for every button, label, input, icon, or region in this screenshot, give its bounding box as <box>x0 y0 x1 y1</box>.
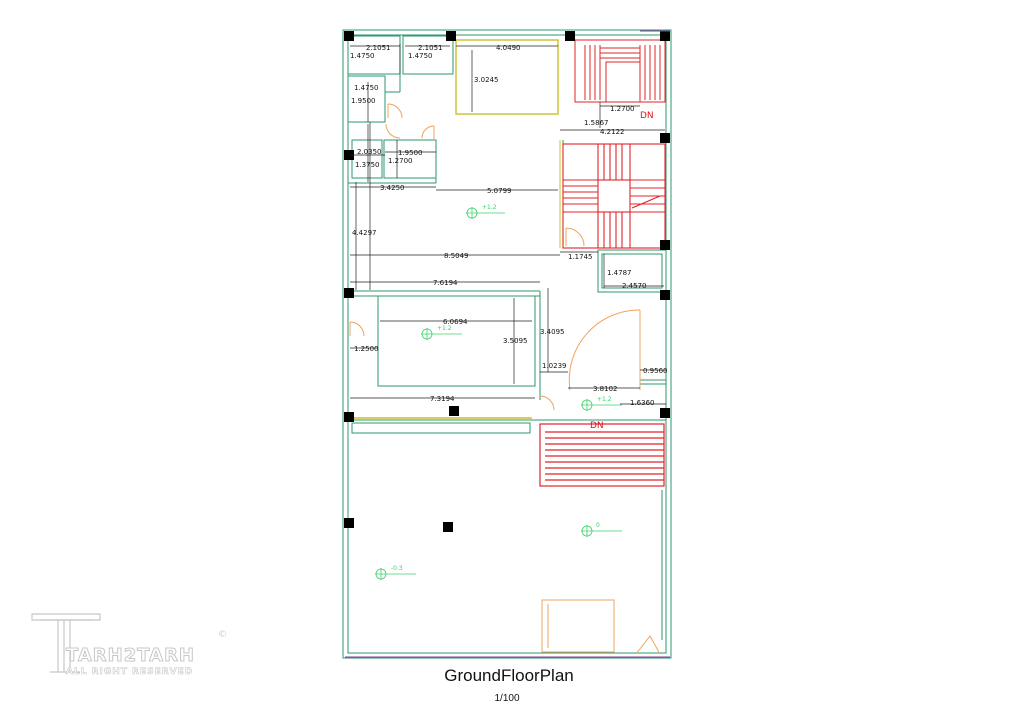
dim-label: 1.2700 <box>388 157 413 165</box>
dim-label: 1.2500 <box>354 345 379 353</box>
dim-label: 3.8102 <box>593 385 618 393</box>
drawing-scale: 1/100 <box>494 693 519 704</box>
dim-label: 3.0245 <box>474 76 499 84</box>
interior-walls <box>347 35 667 653</box>
dim-label: 1.3750 <box>355 161 380 169</box>
watermark-logo: TARH2TARH © ALL RIGHT RESERVED <box>31 613 227 677</box>
level-marker-icon <box>581 399 622 411</box>
doors <box>349 103 661 655</box>
dim-label: 1.5867 <box>584 119 609 127</box>
columns <box>344 31 670 532</box>
level-label: -0.3 <box>391 565 403 572</box>
windows <box>352 39 561 419</box>
dim-label: 5.0799 <box>487 187 512 195</box>
dim-label: 6.0694 <box>443 318 468 326</box>
stair-lower <box>539 423 665 487</box>
dim-label: 3.4250 <box>380 184 405 192</box>
watermark-brand: TARH2TARH <box>66 645 195 666</box>
stair-dn-label-upper: DN <box>640 111 654 121</box>
dim-label: 1.4787 <box>607 269 632 277</box>
level-label: +1.2 <box>437 325 452 332</box>
level-marker-icon <box>581 525 622 537</box>
stair-upper <box>574 39 666 103</box>
dim-label: 2.0350 <box>357 148 382 156</box>
dim-label: 1.4750 <box>350 52 375 60</box>
dimension-labels: 2.1051 2.1051 1.4750 1.4750 4.0490 3.024… <box>350 44 668 407</box>
dim-label: 7.6194 <box>433 279 458 287</box>
level-marker-icon <box>375 568 416 580</box>
dim-label: 1.9500 <box>351 97 376 105</box>
watermark-rights: ALL RIGHT RESERVED <box>66 667 193 677</box>
level-label: +1.2 <box>482 204 497 211</box>
drawing-title: GroundFloorPlan <box>444 666 573 685</box>
dim-label: 3.5095 <box>503 337 528 345</box>
dimension-lines <box>350 44 666 405</box>
level-labels: +1.2 +1.2 +1.2 0 -0.3 <box>391 204 612 572</box>
level-label: 0 <box>596 522 600 529</box>
dim-label: 4.2122 <box>600 128 625 136</box>
dim-label: 8.5049 <box>444 252 469 260</box>
dim-label: 7.3194 <box>430 395 455 403</box>
dim-label: 1.4750 <box>354 84 379 92</box>
dim-label: 4.4297 <box>352 229 377 237</box>
dim-label: 1.0239 <box>542 362 567 370</box>
dim-label: 0.9560 <box>643 367 668 375</box>
column-logo-icon <box>31 613 101 673</box>
dim-label: 2.1051 <box>366 44 391 52</box>
dim-label: 1.6360 <box>630 399 655 407</box>
watermark-copyright: © <box>218 630 227 640</box>
level-marker-icon <box>421 328 462 340</box>
stair-dn-label-lower: DN <box>590 421 604 431</box>
level-markers <box>375 207 622 580</box>
dim-label: 1.9500 <box>398 149 423 157</box>
dim-label: 4.0490 <box>496 44 521 52</box>
dim-label: 2.1051 <box>418 44 443 52</box>
dim-label: 1.2700 <box>610 105 635 113</box>
dim-label: 1.4750 <box>408 52 433 60</box>
level-label: +1.2 <box>597 396 612 403</box>
dim-label: 3.4095 <box>540 328 565 336</box>
stair-middle <box>562 143 666 249</box>
dim-label: 2.4570 <box>622 282 647 290</box>
level-marker-icon <box>466 207 505 219</box>
dim-label: 1.1745 <box>568 253 593 261</box>
stair-labels: DN DN <box>590 111 654 431</box>
